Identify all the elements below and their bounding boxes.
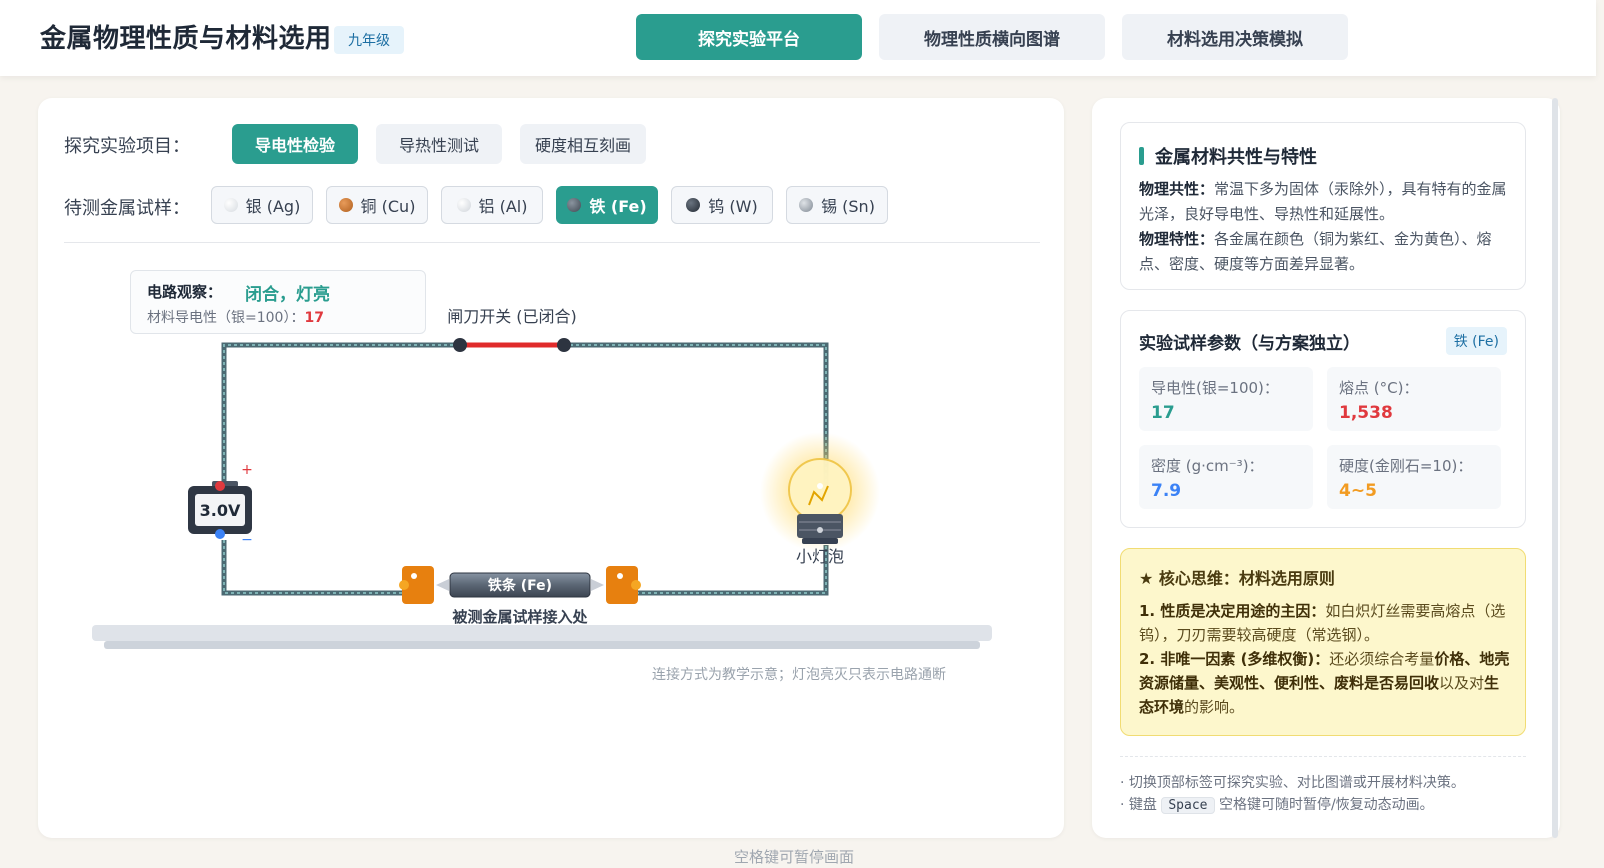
project-hardness-button[interactable]: 硬度相互刻画 xyxy=(520,124,646,164)
stat-conductivity: 导电性(银=100)： 17 xyxy=(1139,367,1313,431)
conductivity-label: 材料导电性（银=100）： xyxy=(147,310,305,326)
stat-value: 1,538 xyxy=(1339,403,1393,423)
grade-badge: 九年级 xyxy=(334,26,404,54)
tab-experiment-platform[interactable]: 探究实验平台 xyxy=(636,14,862,60)
tips-divider xyxy=(1120,756,1526,757)
sample-tungsten-button[interactable]: 钨 (W) xyxy=(671,186,773,224)
iron-sample-rod[interactable] xyxy=(436,572,604,598)
sample-copper-button[interactable]: 铜 (Cu) xyxy=(326,186,428,224)
principle-1-text: 如白炽灯丝需要高熔点（选钨），刀刃需要较高硬度（常选钢）。 xyxy=(1139,602,1506,644)
sample-row-label: 待测金属试样： xyxy=(64,198,190,219)
project-row-label: 探究实验项目： xyxy=(64,136,190,157)
tip-2-text: 空格键可随时暂停/恢复动态动画。 xyxy=(1218,797,1434,813)
stat-label: 硬度(金刚石=10)： xyxy=(1339,457,1473,475)
observation-state: 闭合，灯亮 xyxy=(245,285,330,305)
tin-swatch-icon xyxy=(799,198,814,212)
tungsten-swatch-icon xyxy=(686,198,701,212)
tip-line-2: · 键盘 Space 空格键可随时暂停/恢复动态动画。 xyxy=(1120,794,1526,814)
section-divider xyxy=(64,242,1040,243)
principle-2-factors: 价格、地壳资源储量、美观性、便利性、废料是否易回收 xyxy=(1139,650,1510,692)
sample-label: 铜 (Cu) xyxy=(360,197,416,216)
sample-clamp-right xyxy=(606,566,641,604)
sample-label: 锡 (Sn) xyxy=(821,197,875,216)
switch-label: 闸刀开关 (已闭合) xyxy=(447,307,577,326)
project-thermal-button[interactable]: 导热性测试 xyxy=(376,124,502,164)
sample-tin-button[interactable]: 锡 (Sn) xyxy=(786,186,888,224)
special-label: 物理特性： xyxy=(1139,230,1215,248)
principle-point-2: 2. 非唯一因素 (多维权衡)：还必须综合考量价格、地壳资源储量、美观性、便利性… xyxy=(1139,647,1511,719)
principle-title: ★ 核心思维：材料选用原则 xyxy=(1139,569,1335,588)
stat-label: 密度 (g·cm⁻³)： xyxy=(1151,457,1264,475)
stat-value: 17 xyxy=(1151,403,1175,423)
principle-2-ecology: 生态环境 xyxy=(1139,674,1500,716)
properties-title: 金属材料共性与特性 xyxy=(1155,147,1317,168)
circuit-diagram: 闸刀开关 (已闭合) 3.0V + − 小灯泡 铁条 (Fe) xyxy=(92,307,992,649)
principle-2-text-a: 还必须综合考量 xyxy=(1329,650,1435,668)
knife-switch[interactable] xyxy=(453,338,571,352)
top-bar: 金属物理性质与材料选用 九年级 探究实验平台 物理性质横向图谱 材料选用决策模拟 xyxy=(0,0,1596,76)
principle-2-text-c: 的影响。 xyxy=(1184,698,1245,716)
common-properties-text: 物理共性：常温下多为固体（汞除外），具有特有的金属光泽，良好导电性、导热性和延展… xyxy=(1139,177,1509,227)
sample-params-panel: 实验试样参数（与方案独立） 铁 (Fe) 导电性(银=100)： 17 熔点 (… xyxy=(1120,310,1526,528)
stat-label: 导电性(银=100)： xyxy=(1151,379,1279,397)
common-label: 物理共性： xyxy=(1139,180,1215,198)
project-conductivity-button[interactable]: 导电性检验 xyxy=(232,124,358,164)
principle-2-label: 2. 非唯一因素 (多维权衡)： xyxy=(1139,650,1330,668)
sample-clamp-left xyxy=(399,566,434,604)
principle-1-label: 1. 性质是决定用途的主因： xyxy=(1139,602,1326,620)
bench-edge xyxy=(104,641,980,649)
sample-silver-button[interactable]: 银 (Ag) xyxy=(211,186,313,224)
stat-hardness: 硬度(金刚石=10)： 4~5 xyxy=(1327,445,1501,509)
selection-principle-panel: ★ 核心思维：材料选用原则 1. 性质是决定用途的主因：如白炽灯丝需要高熔点（选… xyxy=(1120,548,1526,736)
sample-label: 铁 (Fe) xyxy=(589,197,647,216)
silver-swatch-icon xyxy=(223,198,238,212)
battery xyxy=(188,481,252,539)
sample-aluminum-button[interactable]: 铝 (Al) xyxy=(441,186,543,224)
stat-density: 密度 (g·cm⁻³)： 7.9 xyxy=(1139,445,1313,509)
circuit-observation-panel: 电路观察： 闭合，灯亮 材料导电性（银=100）：17 xyxy=(130,270,426,334)
sample-slot-label: 被测金属试样接入处 xyxy=(452,608,588,626)
bulb-icon xyxy=(760,432,880,552)
panel-accent-bar xyxy=(1139,147,1144,165)
tab-material-decision[interactable]: 材料选用决策模拟 xyxy=(1122,14,1348,60)
bench-top xyxy=(92,625,992,641)
sample-label: 钨 (W) xyxy=(708,197,758,216)
conductivity-value: 17 xyxy=(304,310,324,326)
sample-iron-button[interactable]: 铁 (Fe) xyxy=(556,186,658,224)
copper-swatch-icon xyxy=(338,198,353,212)
battery-voltage: 3.0V xyxy=(200,501,241,520)
plus-terminal-label: + xyxy=(241,462,253,478)
sample-params-badge: 铁 (Fe) xyxy=(1445,327,1507,355)
iron-swatch-icon xyxy=(567,198,582,212)
tip-line-1: · 切换顶部标签可探究实验、对比图谱或开展材料决策。 xyxy=(1120,775,1465,791)
teaching-note: 连接方式为教学示意；灯泡亮灭只表示电路通断 xyxy=(652,667,946,683)
stat-value: 4~5 xyxy=(1339,481,1377,501)
common-text: 常温下多为固体（汞除外），具有特有的金属光泽，良好导电性、导热性和延展性。 xyxy=(1139,180,1507,223)
app-title: 金属物理性质与材料选用 xyxy=(40,24,332,54)
pause-hint: 空格键可暂停画面 xyxy=(734,848,855,866)
stat-melting-point: 熔点 (°C)： 1,538 xyxy=(1327,367,1501,431)
observation-title: 电路观察： xyxy=(147,283,223,301)
tip-2-prefix: · 键盘 xyxy=(1120,797,1157,813)
tab-property-spectrum[interactable]: 物理性质横向图谱 xyxy=(879,14,1105,60)
stat-value: 7.9 xyxy=(1151,481,1182,501)
space-key: Space xyxy=(1161,797,1215,814)
special-text: 各金属在颜色（铜为紫红、金为黄色）、熔点、密度、硬度等方面差异显著。 xyxy=(1139,230,1492,273)
sample-params-title: 实验试样参数（与方案独立） xyxy=(1139,334,1360,354)
bulb-label: 小灯泡 xyxy=(796,547,844,566)
minus-terminal-label: − xyxy=(241,532,253,548)
sidebar-scrollbar[interactable] xyxy=(1552,98,1558,838)
sample-rod-label: 铁条 (Fe) xyxy=(488,577,552,594)
observation-conductivity: 材料导电性（银=100）：17 xyxy=(147,307,324,327)
properties-panel: 金属材料共性与特性 物理共性：常温下多为固体（汞除外），具有特有的金属光泽，良好… xyxy=(1120,122,1526,290)
aluminum-swatch-icon xyxy=(456,198,471,212)
principle-point-1: 1. 性质是决定用途的主因：如白炽灯丝需要高熔点（选钨），刀刃需要较高硬度（常选… xyxy=(1139,599,1511,647)
special-properties-text: 物理特性：各金属在颜色（铜为紫红、金为黄色）、熔点、密度、硬度等方面差异显著。 xyxy=(1139,227,1509,277)
experiment-card xyxy=(38,98,1064,838)
sample-label: 铝 (Al) xyxy=(478,197,528,216)
sample-label: 银 (Ag) xyxy=(245,197,301,216)
circuit-wires xyxy=(221,342,829,596)
stat-label: 熔点 (°C)： xyxy=(1339,379,1419,397)
principle-2-text-b: 以及对 xyxy=(1439,674,1485,692)
